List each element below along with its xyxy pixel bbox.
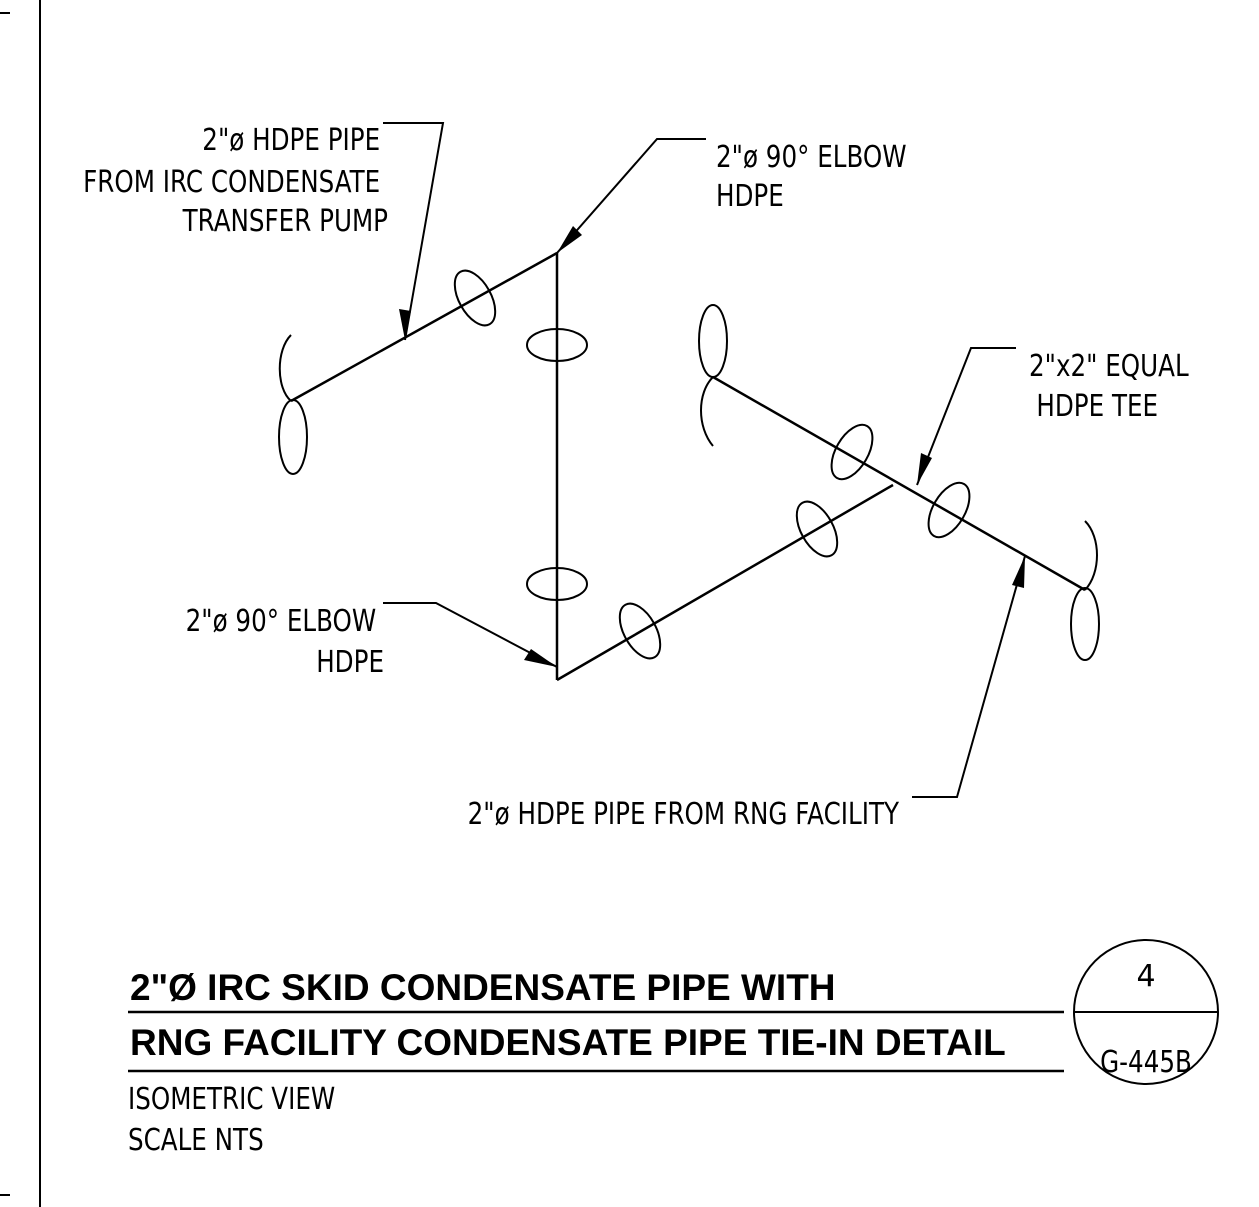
leader-elbow-bottom: [383, 602, 558, 668]
label-line: FROM IRC CONDENSATE: [83, 166, 380, 200]
detail-number: 4: [1136, 959, 1155, 994]
pipe-run-from-rng: [712, 375, 1086, 592]
scale-note: SCALE NTS: [128, 1124, 264, 1158]
label-elbow-bottom: 2"ø 90° ELBOW HDPE: [186, 605, 384, 680]
label-line: TRANSFER PUMP: [182, 205, 388, 239]
label-pipe-from-rng: 2"ø HDPE PIPE FROM RNG FACILITY: [468, 798, 900, 832]
leader-elbow-top: [556, 138, 706, 254]
joint-ellipse: [927, 481, 971, 539]
label-line: 2"ø 90° ELBOW: [716, 141, 907, 175]
break-symbol-left: [278, 334, 308, 475]
joint-ellipse: [830, 423, 874, 481]
break-symbol-lower-right: [1070, 520, 1100, 661]
label-line: HDPE TEE: [1036, 390, 1158, 424]
label-elbow-top: 2"ø 90° ELBOW HDPE: [716, 141, 914, 214]
label-pipe-from-pump: 2"ø HDPE PIPE FROM IRC CONDENSATE TRANSF…: [83, 124, 388, 239]
leader-pipe-from-rng: [912, 555, 1026, 798]
label-line: 2"ø HDPE PIPE: [202, 124, 380, 158]
label-line: HDPE: [316, 646, 384, 680]
joint-ellipse: [526, 567, 588, 601]
title-line-2: RNG FACILITY CONDENSATE PIPE TIE-IN DETA…: [130, 1022, 1006, 1063]
label-line: HDPE: [716, 180, 784, 214]
joint-ellipse: [526, 328, 588, 362]
detail-bubble: 4 G-445B: [1073, 939, 1219, 1085]
joint-ellipse: [618, 602, 662, 660]
label-line: 2"x2" EQUAL: [1029, 350, 1189, 384]
leader-pipe-from-pump: [383, 122, 445, 341]
joint-ellipse: [795, 500, 839, 558]
view-note: ISOMETRIC VIEW: [128, 1083, 335, 1117]
label-tee: 2"x2" EQUAL HDPE TEE: [1029, 350, 1197, 424]
sheet-number: G-445B: [1100, 1046, 1192, 1080]
joint-ellipse: [453, 269, 497, 327]
label-line: 2"ø 90° ELBOW: [186, 605, 377, 639]
pipe-run-from-pump: [290, 251, 894, 682]
leader-tee: [916, 347, 1016, 486]
break-symbol-upper-right: [698, 304, 728, 447]
title-line-1: 2"Ø IRC SKID CONDENSATE PIPE WITH: [130, 967, 836, 1008]
